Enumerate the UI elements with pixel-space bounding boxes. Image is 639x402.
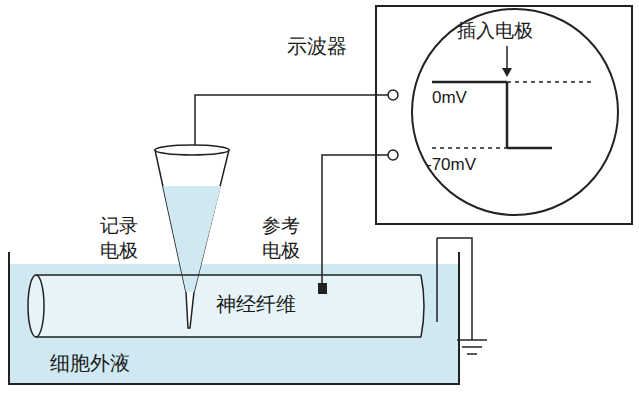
voltage-label: -70mV [426, 155, 476, 175]
fluid-fill [10, 264, 458, 383]
device-label: 示波器 [287, 35, 347, 58]
trace-line [507, 147, 552, 150]
dashed-line [507, 81, 592, 83]
fiber-fill [36, 275, 423, 337]
dashed-line [432, 147, 507, 149]
pipette-solution [163, 186, 221, 292]
pipette-rim [155, 145, 229, 155]
event-label: 插入电极 [457, 20, 533, 42]
reference-electrode [318, 283, 327, 294]
wire [322, 155, 388, 284]
ground-electrode [436, 238, 438, 322]
terminal [388, 90, 398, 100]
electrode-label: 参考电极 [262, 214, 302, 263]
electrode-label: 记录电极 [100, 214, 140, 263]
arrow-line [506, 46, 508, 70]
wire [195, 95, 388, 147]
terminal [388, 150, 398, 160]
nerve-fiber: 神经纤维 [28, 275, 423, 337]
fluid-tank: 细胞外液 神经纤维 [8, 252, 460, 385]
fluid-label: 细胞外液 [50, 352, 130, 375]
voltage-label: 0mV [432, 88, 467, 108]
screen-circle [412, 9, 618, 215]
wire [437, 238, 472, 340]
ground-symbol [457, 339, 487, 341]
arrow-head [502, 68, 512, 77]
ground-symbol [462, 346, 482, 348]
fiber-label: 神经纤维 [216, 293, 296, 316]
trace-line [506, 82, 509, 148]
fiber-end-fill [28, 275, 44, 337]
trace-line [432, 81, 507, 84]
ground-symbol [467, 353, 477, 355]
